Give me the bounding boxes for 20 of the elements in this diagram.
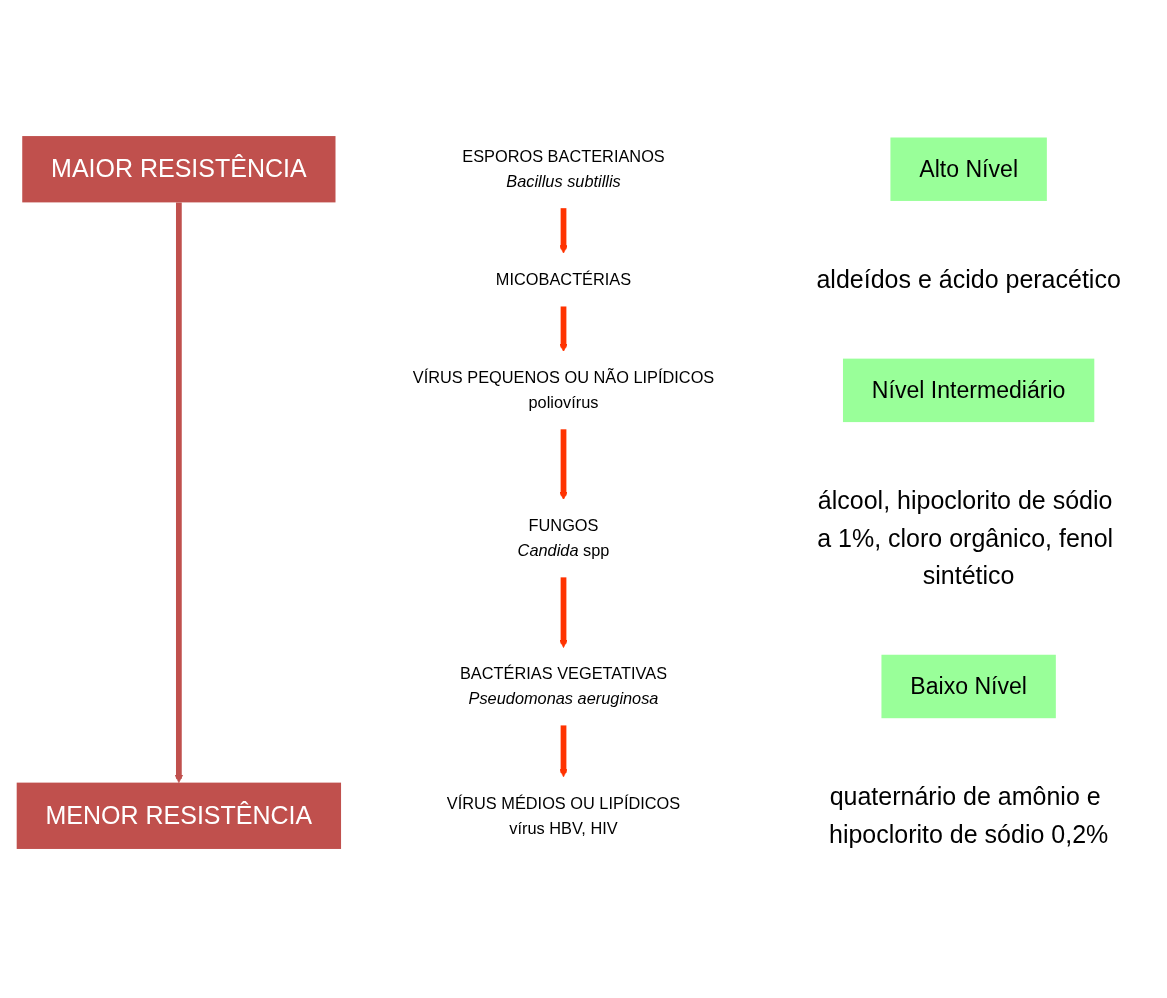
node-label: quaternário de amônio e hipoclorito de sódio 0,2% (828, 782, 1108, 849)
node-text: BACTÉRIAS VEGETATIVAS Pseudomonas aeruginosa (459, 664, 667, 708)
node-label: aldeídos e ácido peracético (815, 264, 1121, 294)
arrow (174, 202, 183, 783)
node-box: Nível Intermediário (842, 358, 1094, 423)
node-label: álcool, hipoclorito de sódio a 1%, cloro orgânico, fenol sintético (816, 486, 1113, 590)
node-text: ESPOROS BACTERIANOS Bacillus subtillis (461, 147, 665, 191)
arrow (558, 577, 568, 648)
arrow (558, 725, 568, 778)
node-text: VÍRUS PEQUENOS OU NÃO LIPÍDICOS poliovírus (412, 368, 714, 412)
node-box: MENOR RESISTÊNCIA (16, 782, 341, 849)
node-box: Baixo Nível (880, 654, 1056, 719)
node-box: MAIOR RESISTÊNCIA (21, 136, 335, 203)
node-text: FUNGOS Candida spp (517, 516, 609, 560)
arrow (558, 429, 568, 500)
node-text: MICOBACTÉRIAS (495, 270, 631, 289)
arrow (558, 306, 568, 352)
node-box: Alto Nível (889, 137, 1047, 201)
node-text: VÍRUS MÉDIOS OU LIPÍDICOS vírus HBV, HIV (446, 794, 680, 837)
arrow (558, 208, 568, 254)
